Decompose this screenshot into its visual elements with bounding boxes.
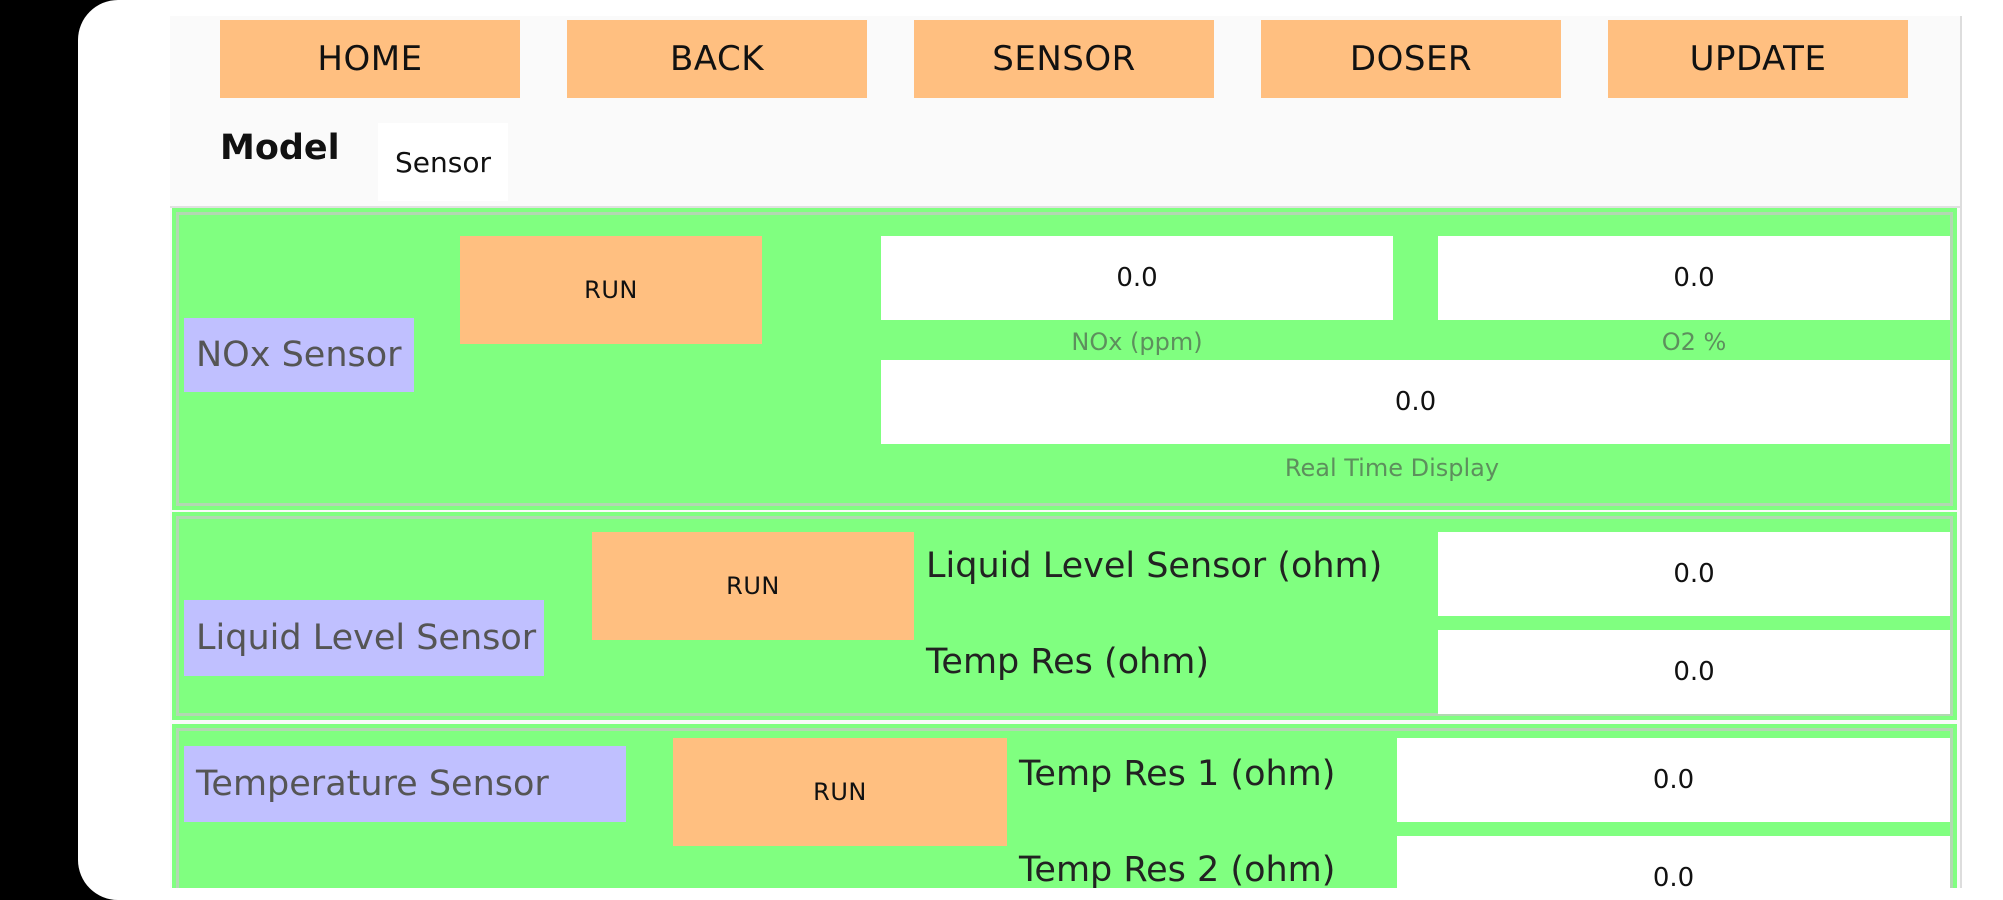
realtime-display-value: 0.0: [881, 360, 1950, 444]
temp-res-label: Temp Res (ohm): [926, 642, 1210, 682]
o2-percent-caption: O2 %: [1661, 328, 1727, 356]
temp-res-1-label: Temp Res 1 (ohm): [1019, 754, 1336, 794]
app-window: HOME BACK SENSOR DOSER UPDATE Model Sens…: [170, 16, 1962, 888]
temp-res-2-value: 0.0: [1397, 836, 1950, 888]
temp-res-2-label: Temp Res 2 (ohm): [1019, 850, 1336, 888]
liquid-level-label: Liquid Level Sensor (ohm): [926, 546, 1383, 586]
temperature-sensor-panel: Temperature Sensor RUN Temp Res 1 (ohm) …: [172, 724, 1957, 888]
liquid-level-panel: Liquid Level Sensor RUN Liquid Level Sen…: [172, 512, 1957, 720]
liquid-level-title: Liquid Level Sensor: [184, 600, 544, 676]
o2-percent-value: 0.0: [1438, 236, 1950, 320]
realtime-display-caption: Real Time Display: [1284, 454, 1500, 482]
model-label: Model: [220, 128, 340, 168]
liquid-level-value: 0.0: [1438, 532, 1950, 616]
temperature-run-button[interactable]: RUN: [673, 738, 1007, 846]
doser-button[interactable]: DOSER: [1261, 20, 1561, 98]
nox-sensor-panel: NOx Sensor RUN 0.0 NOx (ppm) 0.0 O2 % 0.…: [172, 208, 1957, 510]
device-screen: HOME BACK SENSOR DOSER UPDATE Model Sens…: [78, 0, 2003, 900]
nox-ppm-value: 0.0: [881, 236, 1393, 320]
temperature-sensor-title: Temperature Sensor: [184, 746, 626, 822]
model-value: Sensor: [378, 123, 508, 201]
nox-sensor-title: NOx Sensor: [184, 318, 414, 392]
home-button[interactable]: HOME: [220, 20, 520, 98]
sensor-button[interactable]: SENSOR: [914, 20, 1214, 98]
nox-run-button[interactable]: RUN: [460, 236, 762, 344]
back-button[interactable]: BACK: [567, 20, 867, 98]
temp-res-1-value: 0.0: [1397, 738, 1950, 822]
temp-res-value: 0.0: [1438, 630, 1950, 714]
update-button[interactable]: UPDATE: [1608, 20, 1908, 98]
nox-ppm-caption: NOx (ppm): [1071, 328, 1203, 356]
liquid-run-button[interactable]: RUN: [592, 532, 914, 640]
